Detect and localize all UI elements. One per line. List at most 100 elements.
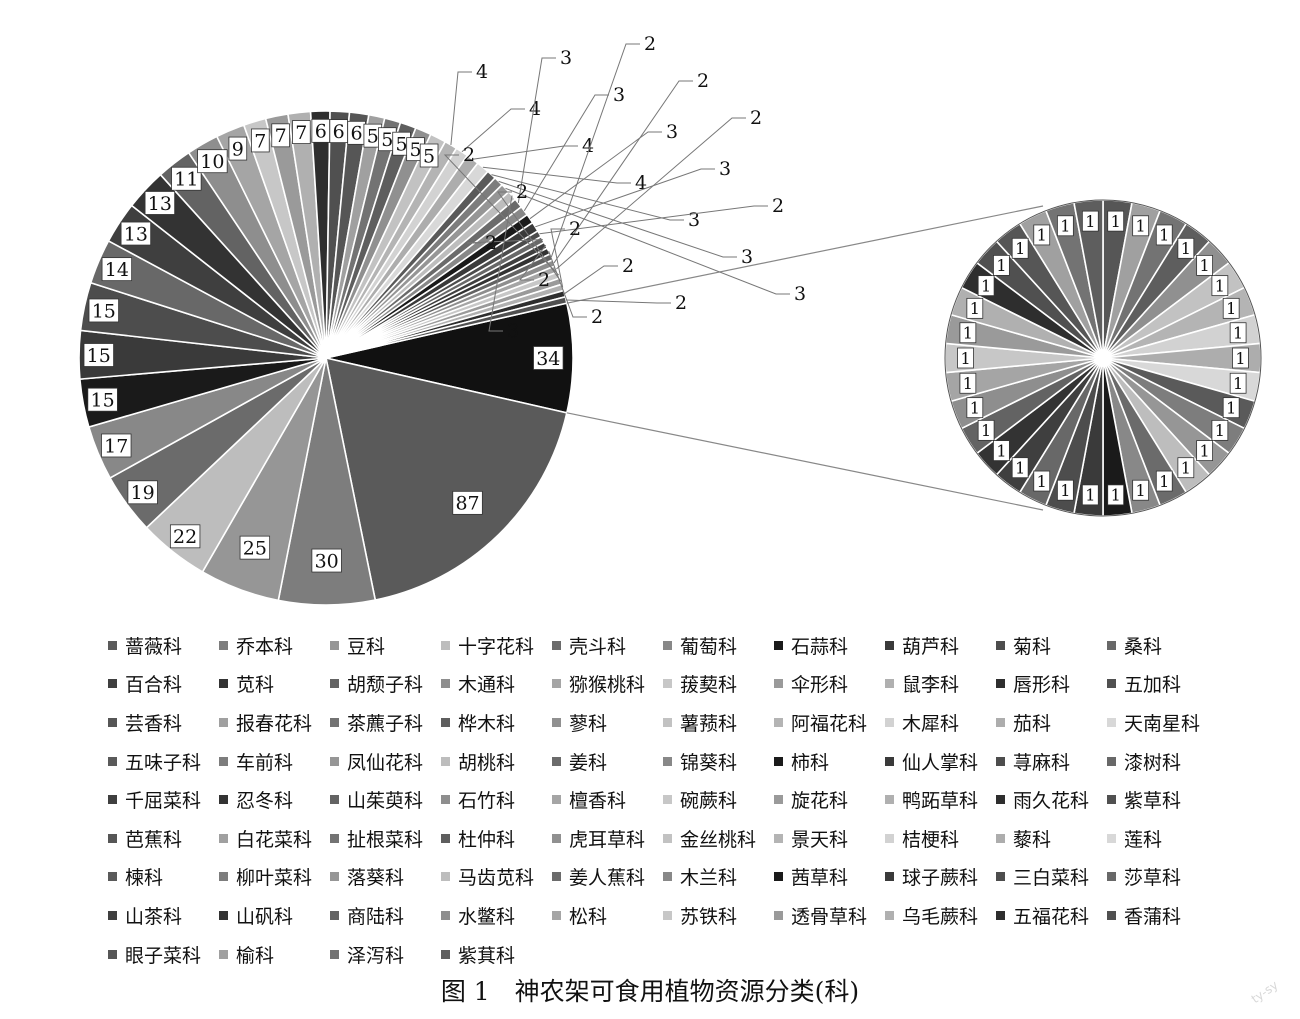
legend-item: 桦木科 bbox=[441, 703, 552, 742]
legend-item: 山茶科 bbox=[108, 896, 219, 935]
leader-柿科 bbox=[529, 131, 662, 220]
label-泽泻科: 1 bbox=[1057, 215, 1074, 237]
leader-仙人掌科 bbox=[535, 168, 715, 228]
svg-text:1: 1 bbox=[1233, 324, 1243, 343]
legend-item: 眼子菜科 bbox=[108, 935, 219, 974]
legend-label: 千屈菜科 bbox=[125, 790, 202, 813]
svg-text:15: 15 bbox=[92, 300, 116, 322]
leader-锦葵科 bbox=[523, 94, 609, 211]
svg-text:10: 10 bbox=[200, 151, 224, 173]
label-五味子科: 3 bbox=[688, 209, 700, 231]
svg-text:13: 13 bbox=[124, 223, 148, 245]
legend-label: 阿福花科 bbox=[791, 712, 868, 735]
legend-item: 紫草科 bbox=[1107, 780, 1218, 819]
legend-swatch bbox=[663, 795, 672, 805]
label-五加科: 6 bbox=[329, 119, 349, 144]
label-香蒲科: 1 bbox=[993, 254, 1010, 276]
legend-swatch bbox=[219, 910, 228, 920]
leader-车前科 bbox=[498, 180, 737, 258]
legend-swatch bbox=[774, 717, 783, 727]
legend-swatch bbox=[441, 795, 450, 805]
legend-swatch bbox=[552, 795, 561, 805]
legend-item: 葫芦科 bbox=[885, 626, 996, 665]
legend-label: 柳叶菜科 bbox=[236, 867, 313, 890]
label-旋花科: 2 bbox=[516, 181, 528, 203]
leader-碗蕨科 bbox=[443, 154, 560, 276]
legend-swatch bbox=[552, 717, 561, 727]
legend-swatch bbox=[219, 949, 228, 959]
legend-label: 乌毛蕨科 bbox=[902, 905, 979, 928]
legend-label: 伞形科 bbox=[791, 674, 849, 697]
legend-label: 檀香科 bbox=[569, 790, 627, 813]
legend-swatch bbox=[1107, 756, 1116, 766]
legend-label: 三白菜科 bbox=[1013, 867, 1090, 890]
svg-text:19: 19 bbox=[131, 482, 155, 504]
label-猕猴桃科: 9 bbox=[228, 136, 248, 161]
legend-item: 薯蓣科 bbox=[663, 703, 774, 742]
label-山茱萸科: 2 bbox=[644, 33, 656, 55]
legend-label: 石竹科 bbox=[458, 790, 516, 813]
legend-label: 五加科 bbox=[1124, 674, 1182, 697]
svg-text:1: 1 bbox=[996, 441, 1006, 460]
svg-text:5: 5 bbox=[396, 134, 408, 156]
legend-label: 锦葵科 bbox=[680, 751, 738, 774]
legend-swatch bbox=[552, 756, 561, 766]
leader-漆树科 bbox=[466, 238, 543, 244]
legend-swatch bbox=[885, 910, 894, 920]
legend-label: 荨麻科 bbox=[1013, 751, 1071, 774]
leader-阿福花科 bbox=[450, 71, 472, 145]
primary-pie bbox=[78, 110, 574, 606]
svg-text:1: 1 bbox=[1226, 398, 1236, 417]
svg-text:1: 1 bbox=[1060, 481, 1070, 500]
legend-label: 姜科 bbox=[569, 751, 608, 774]
legend-label: 山茶科 bbox=[125, 905, 183, 928]
legend-label: 五味子科 bbox=[125, 751, 202, 774]
label-桦木科: 5 bbox=[392, 131, 411, 156]
legend-item: 石蒜科 bbox=[774, 626, 885, 665]
label-松科: 1 bbox=[959, 372, 977, 394]
legend-item: 五加科 bbox=[1107, 665, 1218, 704]
legend-swatch bbox=[663, 756, 672, 766]
legend-item: 鸭跖草科 bbox=[885, 780, 996, 819]
svg-text:22: 22 bbox=[173, 526, 197, 548]
svg-text:1: 1 bbox=[1181, 458, 1191, 477]
legend-label: 桦木科 bbox=[458, 712, 516, 735]
legend-item: 木兰科 bbox=[663, 858, 774, 897]
label-鼠李科: 7 bbox=[292, 120, 311, 145]
legend-label: 透骨草科 bbox=[791, 905, 868, 928]
label-姜科: 3 bbox=[560, 47, 572, 69]
legend-swatch bbox=[996, 833, 1005, 843]
legend-label: 水鳖科 bbox=[458, 905, 516, 928]
svg-text:34: 34 bbox=[536, 348, 560, 370]
legend-item: 荨麻科 bbox=[996, 742, 1107, 781]
label-莎草科: 1 bbox=[1033, 470, 1051, 492]
legend-item: 木通科 bbox=[441, 665, 552, 704]
label-茄科: 4 bbox=[582, 135, 594, 157]
legend-swatch bbox=[441, 910, 450, 920]
label-千屈菜科: 2 bbox=[538, 269, 550, 291]
legend-swatch bbox=[552, 640, 561, 650]
legend-item: 唇形科 bbox=[996, 665, 1107, 704]
svg-text:1: 1 bbox=[1159, 472, 1169, 491]
svg-text:17: 17 bbox=[104, 435, 128, 457]
svg-text:1: 1 bbox=[970, 299, 980, 318]
legend-swatch bbox=[885, 640, 894, 650]
legend-item: 胡颓子科 bbox=[330, 665, 441, 704]
legend-label: 十字花科 bbox=[458, 635, 535, 658]
legend-swatch bbox=[330, 756, 339, 766]
svg-text:1: 1 bbox=[1215, 421, 1225, 440]
svg-text:1: 1 bbox=[1060, 217, 1070, 236]
leader-紫草科 bbox=[566, 299, 671, 304]
svg-text:1: 1 bbox=[1199, 441, 1209, 460]
label-水鳖科: 1 bbox=[966, 397, 984, 419]
legend-item: 锦葵科 bbox=[663, 742, 774, 781]
legend: 蔷薇科乔本科豆科十字花科壳斗科葡萄科石蒜科葫芦科菊科桑科百合科苋科胡颓子科木通科… bbox=[108, 626, 1238, 973]
legend-item: 雨久花科 bbox=[996, 780, 1107, 819]
svg-text:1: 1 bbox=[1215, 276, 1225, 295]
legend-swatch bbox=[441, 949, 450, 959]
legend-label: 姜人蕉科 bbox=[569, 867, 646, 890]
legend-swatch bbox=[996, 717, 1005, 727]
svg-text:1: 1 bbox=[981, 276, 991, 295]
label-茶藨子科: 5 bbox=[378, 127, 397, 152]
